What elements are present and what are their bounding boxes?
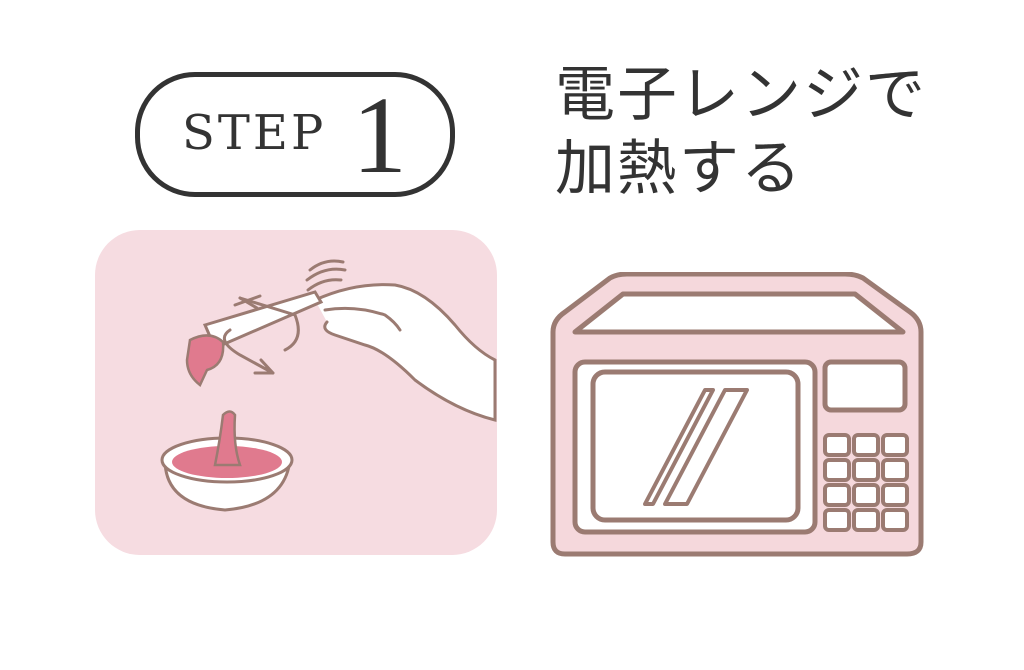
keypad xyxy=(823,433,909,532)
microwave-illustration xyxy=(545,271,927,564)
bowl-icon xyxy=(160,410,294,512)
gel-on-spatula xyxy=(185,334,225,387)
step-title-line-2: 加熱する xyxy=(555,134,803,204)
rotate-arrow-icon xyxy=(238,296,300,352)
microwave-icon xyxy=(550,271,924,557)
step-title: 電子レンジで 加熱する xyxy=(555,58,927,206)
step-badge: STEP 1 xyxy=(135,72,455,197)
hand-stirring-illustration xyxy=(160,259,497,512)
step-title-line-1: 電子レンジで xyxy=(555,60,927,130)
motion-line xyxy=(308,259,345,272)
hand-icon xyxy=(313,283,497,422)
step-number: 1 xyxy=(352,74,407,196)
illustration-panel xyxy=(95,230,497,555)
spatula-icon xyxy=(202,290,324,350)
step-label: STEP xyxy=(182,105,327,161)
